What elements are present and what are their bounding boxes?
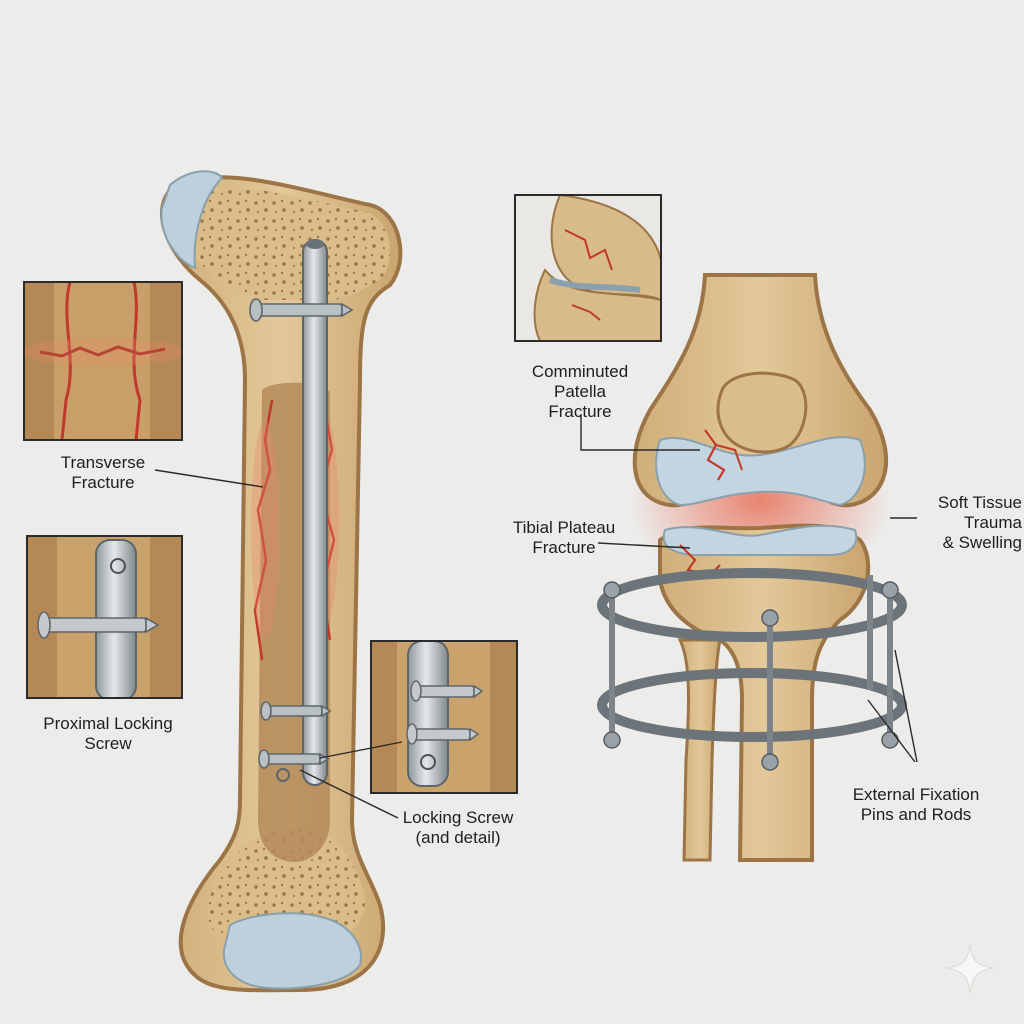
leader-lines — [154, 415, 918, 819]
label-line: Trauma — [964, 513, 1022, 532]
intramedullary-nail — [276, 239, 328, 786]
label-line: External Fixation — [852, 785, 980, 804]
distal-screw-1 — [260, 701, 332, 721]
label-line: & Swelling — [942, 533, 1022, 552]
leader-fixation-1 — [867, 699, 916, 763]
leader-tibial — [597, 542, 691, 549]
label-line: Transverse — [60, 453, 146, 472]
label-line: Fracture — [532, 538, 596, 557]
label-line: Fracture — [71, 473, 135, 492]
label-comminuted-patella-fracture: Comminuted Patella Fracture — [520, 362, 640, 422]
leader-locking-1 — [299, 769, 399, 819]
distal-condyle — [222, 912, 362, 990]
label-tibial-plateau-fracture: Tibial Plateau Fracture — [494, 518, 634, 558]
label-line: Pins and Rods — [860, 805, 972, 824]
patella — [716, 371, 808, 454]
label-line: Fracture — [548, 402, 612, 421]
inset-locking-screw-detail — [370, 640, 518, 794]
external-fixator — [597, 568, 907, 771]
label-transverse-fracture: Transverse Fracture — [48, 453, 158, 493]
label-line: (and detail) — [415, 828, 501, 847]
femur-bone — [159, 170, 403, 993]
label-locking-screw: Locking Screw (and detail) — [378, 808, 538, 848]
locking-screws — [249, 298, 354, 769]
knee-joint — [630, 273, 890, 862]
label-line: Comminuted — [531, 362, 629, 381]
label-external-fixation: External Fixation Pins and Rods — [836, 785, 996, 825]
label-line: Locking Screw — [402, 808, 514, 827]
inset-proximal-screw — [26, 535, 183, 699]
label-soft-tissue-trauma: Soft Tissue Trauma & Swelling — [902, 493, 1022, 553]
inset-patella-fracture — [514, 194, 662, 342]
sparkle-icon — [945, 944, 995, 994]
label-line: Proximal Locking — [43, 714, 173, 733]
label-line: Screw — [84, 734, 132, 753]
label-line: Tibial Plateau — [512, 518, 616, 537]
leader-patella — [580, 415, 700, 451]
label-proximal-locking-screw: Proximal Locking Screw — [28, 714, 188, 754]
fibula — [677, 638, 722, 862]
label-line: Soft Tissue — [937, 493, 1022, 512]
leader-fixation-2 — [894, 649, 918, 763]
leader-transverse — [154, 469, 264, 488]
leader-locking-2 — [319, 741, 403, 759]
inset-transverse-fracture — [23, 281, 183, 441]
proximal-screw — [249, 298, 354, 322]
distal-screw-2 — [258, 749, 330, 769]
femoral-head — [160, 170, 224, 270]
label-line: Patella — [554, 382, 606, 401]
